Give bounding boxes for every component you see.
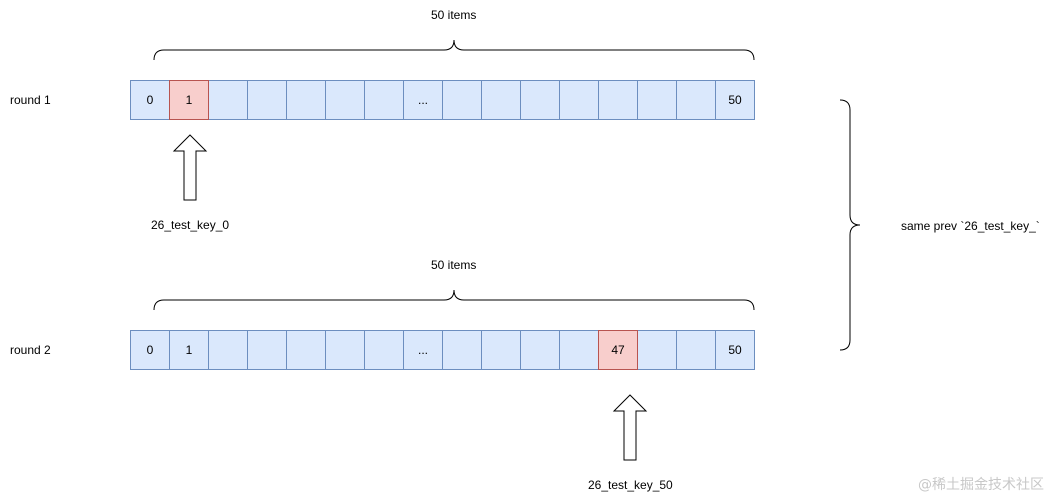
pointer-label-round-1: 26_test_key_0 <box>151 218 230 232</box>
array-cell <box>286 330 326 370</box>
pointer-label-round-2: 26_test_key_50 <box>588 478 673 492</box>
watermark: @稀土掘金技术社区 <box>918 477 1044 493</box>
array-cell <box>598 80 638 120</box>
brace-label-round-1: 50 items <box>431 8 477 22</box>
highlighted-cell: 47 <box>598 330 638 370</box>
brace-round-1 <box>153 39 755 61</box>
side-brace-label: same prev `26_test_key_` <box>901 219 1040 233</box>
brace-round-2 <box>153 289 755 311</box>
highlighted-cell: 1 <box>169 80 209 120</box>
array-cell <box>520 330 560 370</box>
array-cell <box>325 80 365 120</box>
up-arrow-round-1 <box>172 134 208 201</box>
brace-label-round-2: 50 items <box>431 258 477 272</box>
round-1-label: round 1 <box>10 93 51 107</box>
up-arrow-round-2 <box>612 394 648 461</box>
array-cell <box>247 80 287 120</box>
round-2-label: round 2 <box>10 343 51 357</box>
array-cell <box>442 80 482 120</box>
array-cell <box>676 80 716 120</box>
array-cell <box>364 330 404 370</box>
array-cell: 50 <box>715 330 755 370</box>
array-cell <box>559 80 599 120</box>
array-cell <box>208 330 248 370</box>
array-cell <box>520 80 560 120</box>
array-cell <box>208 80 248 120</box>
array-cell <box>247 330 287 370</box>
array-cell: 50 <box>715 80 755 120</box>
array-cell <box>481 330 521 370</box>
array-cell: 0 <box>130 80 170 120</box>
array-cell: 0 <box>130 330 170 370</box>
array-cell: 1 <box>169 330 209 370</box>
side-brace <box>839 99 861 351</box>
array-cell: ... <box>403 330 443 370</box>
